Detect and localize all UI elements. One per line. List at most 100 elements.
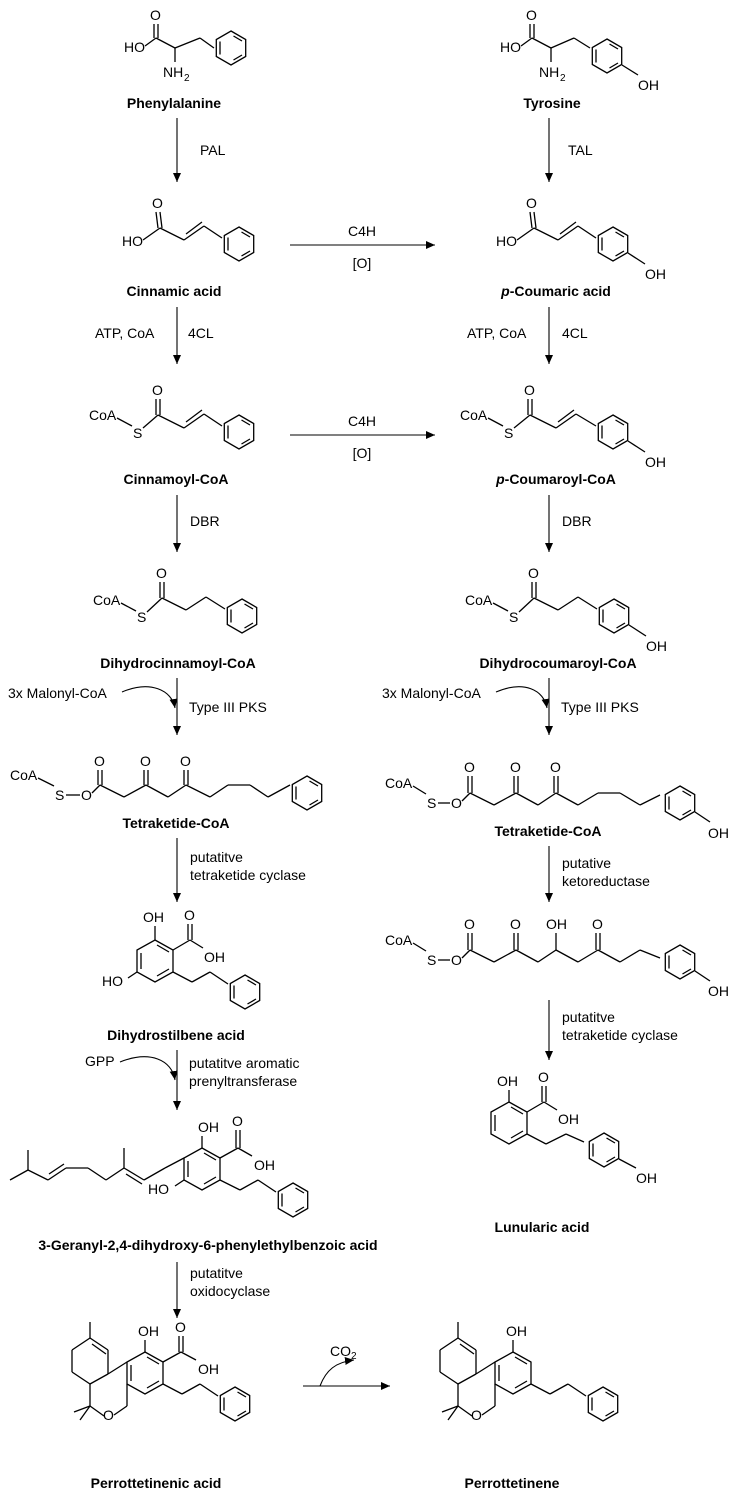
atom-label: OH	[558, 1111, 579, 1127]
atom-label: CoA	[460, 407, 488, 423]
atom-label: OH	[636, 1170, 657, 1186]
reduced-tetraketide-structure: CoA S O O O OH O OH	[385, 916, 729, 999]
atom-label: O	[152, 195, 163, 211]
enzyme-oxidation-2: [O]	[353, 445, 372, 461]
enzyme-prenyltransferase-line2: prenyltransferase	[189, 1073, 297, 1089]
atom-label: O	[152, 382, 163, 398]
atom-label: O	[550, 759, 561, 775]
coumaroyl-coa-structure: CoA S O OH	[460, 382, 666, 470]
atom-label: S	[427, 952, 436, 968]
compound-dihydrocinnamoyl-coa: Dihydrocinnamoyl-CoA	[100, 655, 256, 671]
cofactor-atp-coa-left: ATP, CoA	[95, 325, 155, 341]
cinnamic-acid-structure: O HO	[122, 195, 255, 262]
compound-perrottetinenic-acid: Perrottetinenic acid	[91, 1475, 222, 1491]
compound-tetraketide-coa-right: Tetraketide-CoA	[494, 823, 601, 839]
enzyme-oxidocyclase-line1: putatitve	[190, 1265, 243, 1281]
atom-label: HO	[124, 39, 145, 55]
atom-label: OH	[198, 1119, 219, 1135]
atom-label: OH	[204, 949, 225, 965]
substrate-malonyl-right: 3x Malonyl-CoA	[382, 685, 481, 701]
atom-label: OH	[546, 916, 567, 932]
atom-label: OH	[645, 266, 666, 282]
enzyme-4cl-left: 4CL	[188, 325, 214, 341]
atom-label: OH	[638, 77, 659, 93]
substrate-gpp: GPP	[85, 1053, 115, 1069]
enzyme-oxidocyclase-line2: oxidocyclase	[190, 1283, 270, 1299]
enzyme-tal: TAL	[568, 142, 593, 158]
atom-label: S	[504, 425, 513, 441]
atom-label: 2	[184, 73, 190, 84]
atom-label: OH	[497, 1073, 518, 1089]
dihydrocinnamoyl-coa-structure: CoA S O	[93, 565, 258, 634]
atom-label: CoA	[89, 407, 117, 423]
tetraketide-coa-right-structure: CoA S O O O O OH	[385, 759, 729, 841]
enzyme-c4h-1: C4H	[348, 223, 376, 239]
atom-label: OH	[254, 1157, 275, 1173]
atom-label: O	[510, 916, 521, 932]
atom-label: OH	[708, 983, 729, 999]
atom-label: OH	[506, 1323, 527, 1339]
curved-arrow-malonyl-right	[495, 686, 550, 709]
atom-label: OH	[143, 909, 164, 925]
atom-label: O	[524, 382, 535, 398]
atom-label: HO	[122, 233, 143, 249]
enzyme-pks-left: Type III PKS	[189, 699, 267, 715]
geranyl-benzoic-acid-structure: OH O OH HO	[9, 1113, 309, 1218]
atom-label: O	[451, 952, 462, 968]
atom-label: OH	[645, 454, 666, 470]
atom-label: O	[451, 795, 462, 811]
atom-label: O	[471, 1407, 482, 1423]
compound-cinnamic-acid: Cinnamic acid	[127, 283, 222, 299]
compound-tyrosine: Tyrosine	[523, 95, 581, 111]
dihydrostilbene-acid-structure: OH O OH HO	[102, 907, 261, 1010]
enzyme-pks-right: Type III PKS	[561, 699, 639, 715]
atom-label: O	[538, 1069, 549, 1085]
substrate-malonyl-left: 3x Malonyl-CoA	[8, 685, 107, 701]
compound-dihydrostilbene-acid: Dihydrostilbene acid	[107, 1027, 245, 1043]
atom-label: S	[55, 787, 64, 803]
atom-label: HO	[496, 233, 517, 249]
atom-label: O	[175, 1319, 186, 1335]
atom-label: O	[528, 565, 539, 581]
atom-label: O	[184, 907, 195, 923]
atom-label: S	[509, 609, 518, 625]
enzyme-ketoreductase-line1: putative	[562, 855, 611, 871]
enzyme-dbr-left: DBR	[190, 513, 220, 529]
cinnamoyl-coa-structure: CoA S O	[89, 382, 255, 450]
enzyme-dbr-right: DBR	[562, 513, 592, 529]
enzyme-cyclase-left-line2: tetraketide cyclase	[190, 867, 306, 883]
dihydrocoumaroyl-coa-structure: CoA S O OH	[465, 565, 667, 654]
atom-label: OH	[198, 1361, 219, 1377]
curved-arrow-gpp	[119, 1056, 178, 1081]
perrottetinenic-acid-structure: O OH O OH	[71, 1319, 251, 1423]
atom-label: O	[81, 787, 92, 803]
phenylalanine-structure: O HO NH 2	[124, 7, 247, 84]
atom-label: S	[427, 795, 436, 811]
enzyme-ketoreductase-line2: ketoreductase	[562, 873, 650, 889]
atom-label: CoA	[10, 767, 38, 783]
tetraketide-coa-left-structure: CoA S O O O O	[10, 753, 323, 811]
compound-perrottetinene: Perrottetinene	[465, 1475, 560, 1491]
perrottetinene-structure: O OH	[439, 1322, 619, 1423]
lunularic-acid-structure: OH O OH OH	[490, 1069, 657, 1186]
curved-arrow-co2	[319, 1357, 355, 1387]
atom-label: O	[592, 916, 603, 932]
atom-label: NH	[163, 64, 183, 80]
atom-label: NH	[539, 64, 559, 80]
coumaric-acid-structure: O HO OH	[496, 195, 666, 282]
enzyme-prenyltransferase-line1: putatitve aromatic	[189, 1055, 300, 1071]
atom-label: HO	[148, 1181, 169, 1197]
atom-label: O	[526, 195, 537, 211]
atom-label: CoA	[385, 775, 413, 791]
compound-geranyl-benzoic-acid: 3-Geranyl-2,4-dihydroxy-6-phenylethylben…	[38, 1237, 377, 1253]
enzyme-c4h-2: C4H	[348, 413, 376, 429]
atom-label: CoA	[93, 592, 121, 608]
atom-label: S	[137, 609, 146, 625]
atom-label: O	[464, 916, 475, 932]
enzyme-4cl-right: 4CL	[562, 325, 588, 341]
atom-label: OH	[646, 638, 667, 654]
atom-label: S	[133, 425, 142, 441]
compound-phenylalanine: Phenylalanine	[127, 95, 221, 111]
atom-label: HO	[102, 973, 123, 989]
